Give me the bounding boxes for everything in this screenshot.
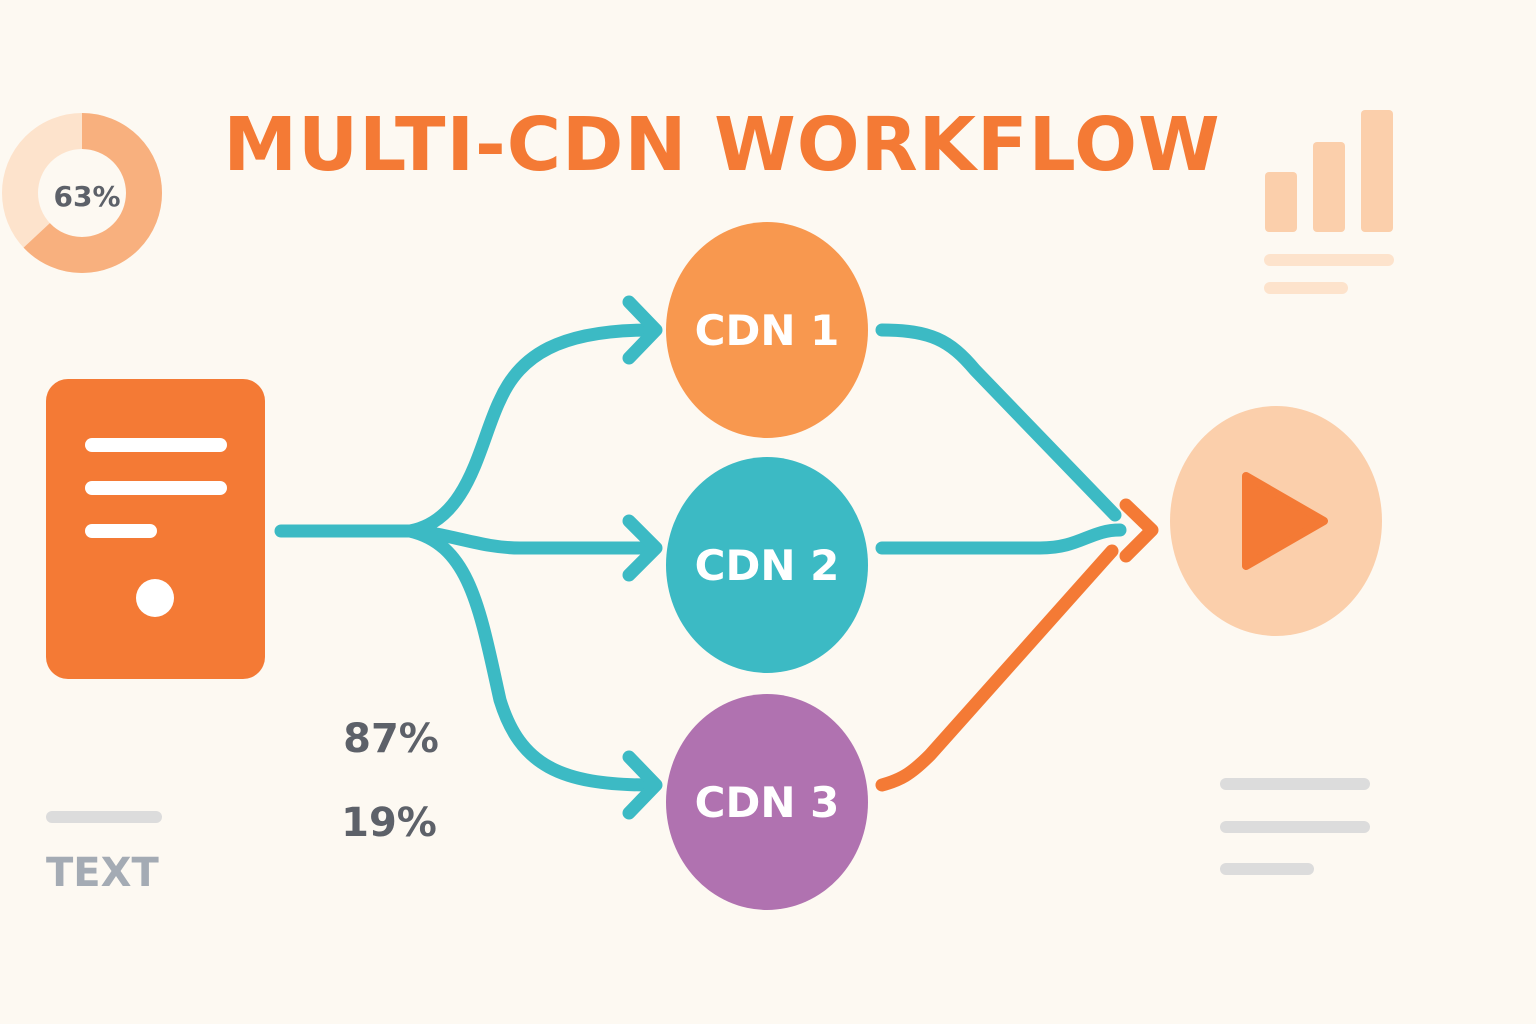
- cdn-node-3: CDN 3: [666, 694, 868, 910]
- play-icon: [1170, 406, 1382, 636]
- cdn-node-2: CDN 2: [666, 457, 868, 673]
- server-dot: [136, 579, 174, 617]
- arrowhead-cdn-2: [622, 514, 663, 582]
- cdn-node-3-label: CDN 3: [695, 778, 840, 827]
- arrow-to-cdn-1: [403, 323, 657, 538]
- cdn-1-to-player: [875, 323, 1122, 522]
- arrow-to-cdn-3: [403, 524, 657, 792]
- player-arrowhead: [1119, 498, 1159, 563]
- cdn-node-1-circle: [666, 222, 868, 438]
- bar-chart-bar: [1313, 142, 1345, 232]
- arrowhead-cdn-1: [622, 295, 663, 365]
- gauge-label: 63%: [53, 180, 120, 213]
- bar-chart-icon: [1264, 110, 1394, 294]
- cdn-node-2-circle: [666, 457, 868, 673]
- placeholder-lines: [1220, 778, 1370, 875]
- stat-1: 87%: [343, 716, 439, 762]
- cdn-node-1: CDN 1: [666, 222, 868, 438]
- donut-gauge-icon: 63%: [2, 113, 162, 273]
- gauge-arc: [2, 113, 162, 273]
- cdn-2-to-player: [875, 523, 1127, 555]
- cdn-node-2-label: CDN 2: [695, 541, 840, 590]
- cdn-node-1-label: CDN 1: [695, 306, 840, 355]
- arrowhead-cdn-3: [622, 750, 663, 820]
- stat-2: 19%: [341, 800, 437, 846]
- diagram-title: MULTI-CDN WORKFLOW: [223, 102, 1220, 188]
- cdn-3-to-player: [875, 544, 1119, 792]
- caption-label: TEXT: [46, 850, 159, 896]
- server-icon: [46, 379, 265, 679]
- bar-chart-bar: [1361, 110, 1393, 232]
- play-triangle: [1242, 472, 1328, 570]
- cdn-node-3-circle: [666, 694, 868, 910]
- bar-chart-bar: [1265, 172, 1297, 232]
